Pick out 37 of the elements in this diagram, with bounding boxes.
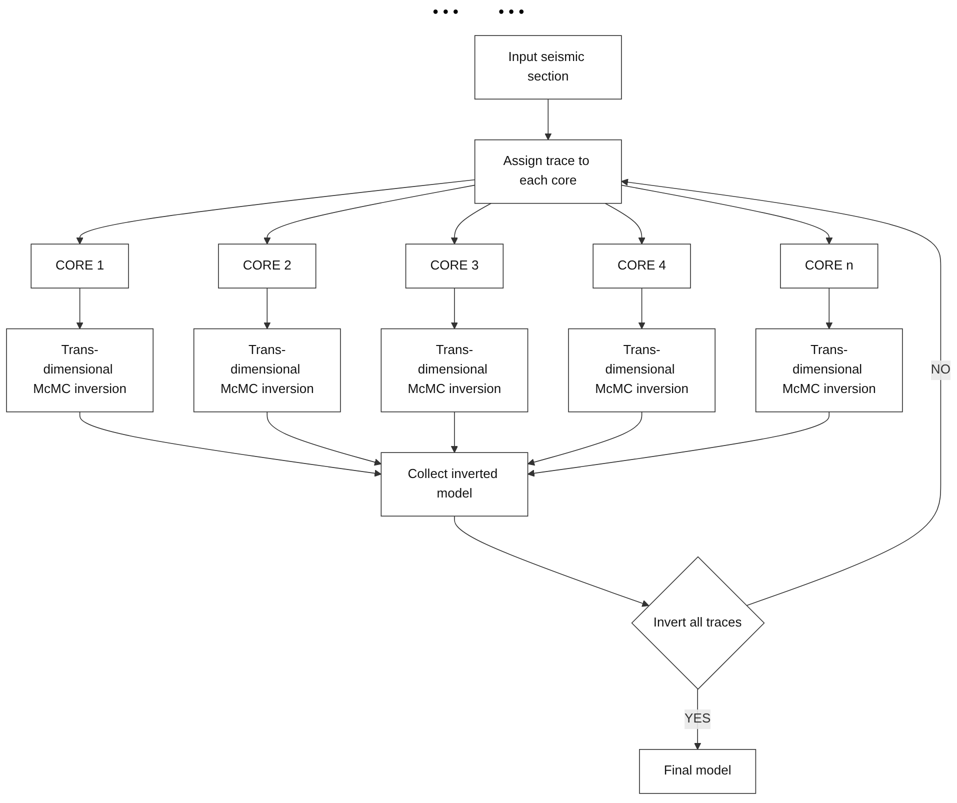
node-box: CORE 2 — [218, 244, 316, 288]
arrow — [264, 184, 476, 244]
node-box: Trans-dimensional McMC inversion — [568, 328, 716, 412]
ellipsis-mark: • • • — [432, 4, 458, 22]
arrow — [604, 202, 646, 244]
node-box: CORE 1 — [30, 244, 129, 288]
node-box: CORE 4 — [592, 244, 691, 288]
arrow — [76, 288, 84, 330]
arrow — [544, 98, 552, 140]
node-box: Collect inverted model — [380, 452, 528, 517]
node-box: Trans-dimensional McMC inversion — [193, 328, 341, 412]
node-box: Trans-dimensional McMC inversion — [755, 328, 903, 412]
node-box: CORE n — [780, 244, 878, 288]
arrow — [450, 202, 492, 244]
edge-label: YES — [684, 712, 711, 726]
arrow — [621, 184, 833, 244]
edge-label: NO — [930, 362, 950, 377]
arrow — [264, 288, 271, 330]
arrow — [621, 178, 942, 606]
arrow — [450, 411, 458, 453]
arrow — [826, 288, 833, 330]
ellipsis-mark: • • • — [498, 4, 524, 22]
node-box: Trans-dimensional McMC inversion — [6, 328, 154, 412]
node-box: Input seismic section — [474, 35, 622, 100]
arrow — [454, 516, 650, 607]
node-box: Assign trace to each core — [474, 139, 622, 204]
arrow — [527, 411, 830, 477]
node-diamond: Invert all traces — [631, 556, 765, 690]
arrow — [527, 411, 642, 466]
arrow — [638, 288, 646, 330]
node-box: Trans-dimensional McMC inversion — [380, 328, 528, 412]
arrow — [266, 411, 382, 466]
arrow — [79, 411, 382, 477]
arrow — [450, 288, 458, 330]
node-box: CORE 3 — [405, 244, 504, 288]
arrow — [76, 179, 476, 244]
node-box: Final model — [639, 749, 756, 794]
